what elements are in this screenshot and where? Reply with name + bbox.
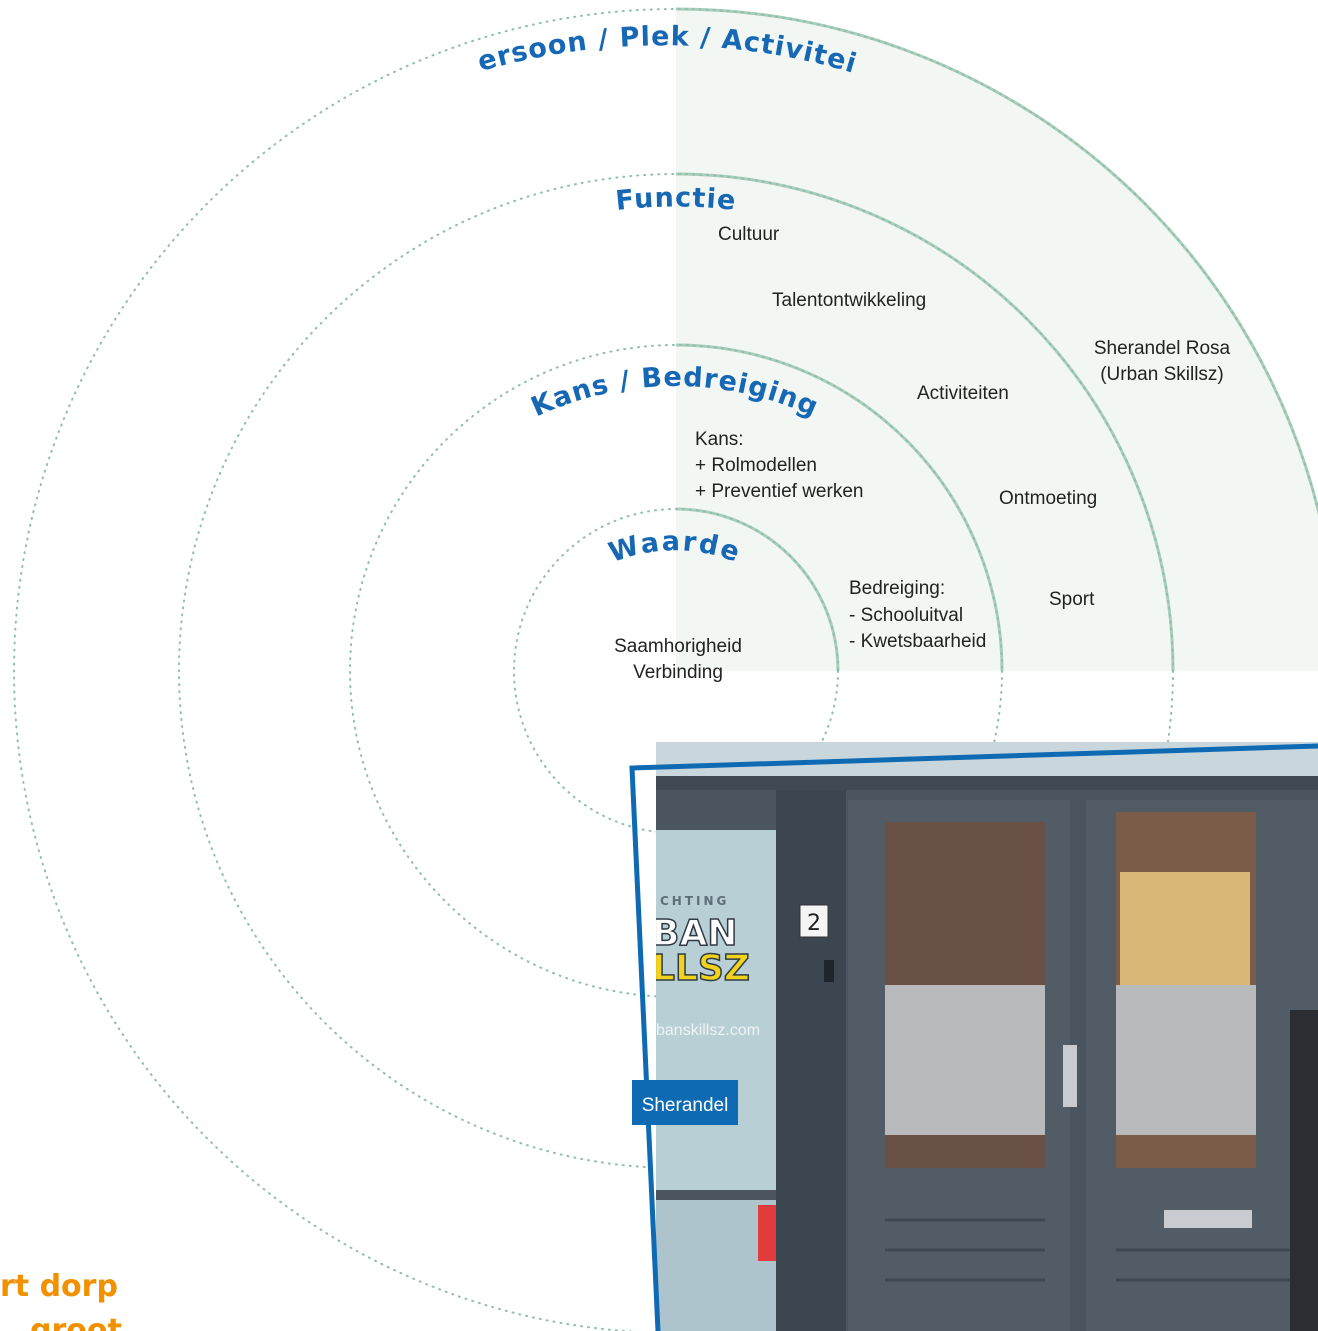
bedreiging-item-kwetsbaarheid: - Kwetsbaarheid <box>849 631 986 652</box>
sign-text-stichting: CHTING <box>660 894 729 908</box>
persoon-item-organisation: (Urban Skillsz) <box>1100 364 1224 385</box>
kans-heading: Kans: <box>695 429 744 450</box>
bedreiging-item-schooluitval: - Schooluitval <box>849 605 963 626</box>
kans-item-preventief: + Preventief werken <box>695 481 863 502</box>
waarde-item-verbinding: Verbinding <box>633 662 723 683</box>
wall-pillar <box>776 790 846 1331</box>
photo-label: Sherandel <box>642 1095 729 1116</box>
functie-item-cultuur: Cultuur <box>718 224 780 245</box>
persoon-item-name: Sherandel Rosa <box>1094 338 1231 359</box>
bedreiging-heading: Bedreiging: <box>849 578 945 599</box>
person-edge <box>1290 1010 1318 1331</box>
photo-frame-border <box>629 743 1318 1331</box>
left-door-handle <box>1063 1045 1077 1107</box>
functie-item-activiteiten: Activiteiten <box>917 383 1009 404</box>
sectors <box>676 7 1318 671</box>
ring-title-functie: Functie <box>614 182 738 217</box>
dotted-ring-waarde <box>513 508 839 834</box>
waarde-item-saamhorigheid: Saamhorigheid <box>614 636 742 657</box>
sector-waarde <box>676 507 840 671</box>
dotted-ring-functie <box>178 173 1174 1169</box>
sign-window-lower <box>656 1200 776 1331</box>
transom-bar <box>656 776 1318 790</box>
mail-slot <box>1164 1210 1252 1228</box>
sign-text-urban: BAN <box>652 913 737 954</box>
left-door-glass-van <box>885 985 1045 1135</box>
house-number: 2 <box>807 911 821 936</box>
sign-text-url: banskillsz.com <box>656 1022 760 1039</box>
sign-text-skillsz: LLSZ <box>652 948 750 989</box>
right-door-glass-interior <box>1120 872 1250 992</box>
photo-label-box <box>632 1080 738 1125</box>
functie-item-sport: Sport <box>1049 589 1095 610</box>
doorbell <box>824 960 834 982</box>
functie-item-talentontwikkeling: Talentontwikkeling <box>772 290 926 311</box>
functie-item-ontmoeting: Ontmoeting <box>999 488 1097 509</box>
footer-line-1: rt dorp <box>0 1269 118 1304</box>
footer-line-2: groot <box>30 1313 122 1331</box>
kans-item-rolmodellen: + Rolmodellen <box>695 455 817 476</box>
dotted-ring-persoon <box>13 8 1318 1331</box>
right-door-glass-van <box>1116 985 1256 1135</box>
sign-window <box>656 830 776 1190</box>
house-number-plate <box>799 904 829 938</box>
photo: CHTING BAN LLSZ banskillsz.com 2 <box>652 742 1318 1331</box>
door-panel-lines <box>885 1218 1300 1282</box>
